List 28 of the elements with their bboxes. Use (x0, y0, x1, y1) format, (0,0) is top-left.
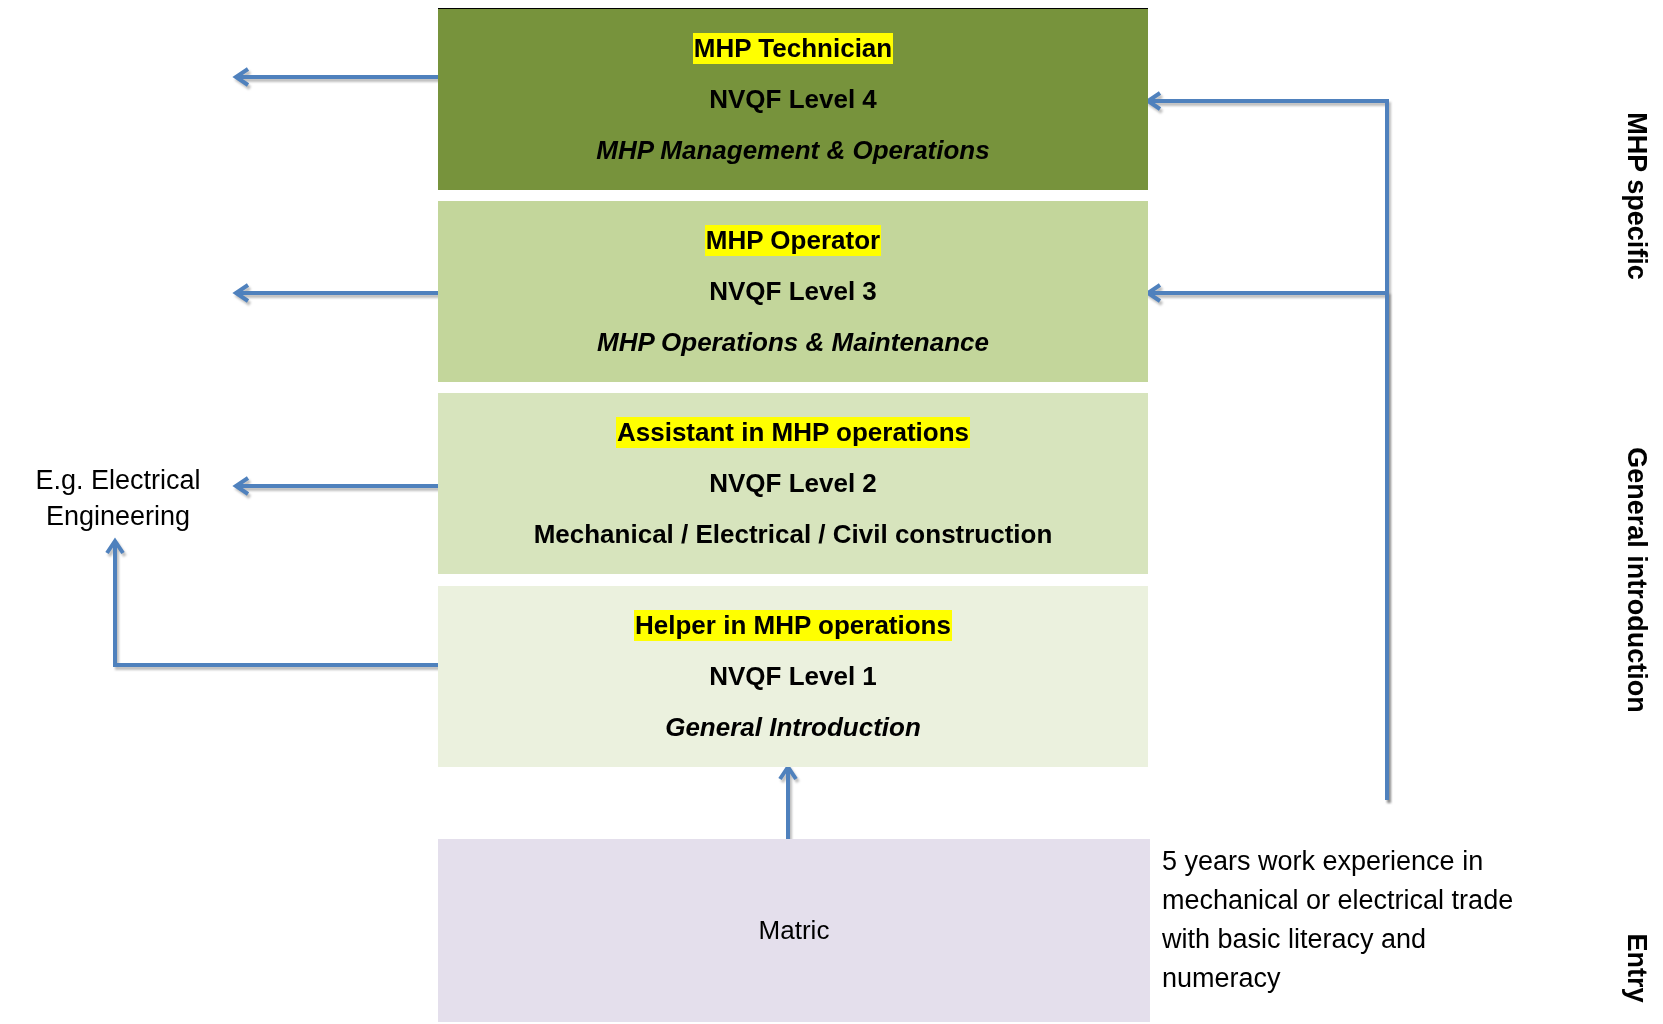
entry-box (438, 839, 1150, 1022)
entry-text: Matric (758, 915, 830, 946)
section-label: MHP specific (1620, 112, 1652, 280)
subject-text: MHP Management & Operations (596, 135, 990, 166)
level-text: NVQF Level 1 (709, 661, 877, 692)
subject-text: Mechanical / Electrical / Civil construction (533, 519, 1053, 550)
arrow (234, 67, 438, 87)
note-text: E.g. Electrical Engineering (34, 463, 202, 533)
note-text: 5 years work experience in mechanical or electrical trade with basic literacy and numeracy (1162, 845, 1515, 996)
job-title: MHP Technician (692, 33, 894, 64)
job-title: MHP Operator (704, 225, 882, 256)
level-box (438, 201, 1148, 382)
section-label: Entry (1620, 933, 1652, 1003)
level-text: NVQF Level 3 (709, 276, 877, 307)
arrow (234, 283, 438, 303)
level-box (438, 393, 1148, 574)
subject-text: General Introduction (665, 712, 921, 743)
job-title: Helper in MHP operations (634, 610, 952, 641)
level-text: NVQF Level 4 (709, 84, 877, 115)
section-label: General introduction (1620, 447, 1652, 713)
arrow (778, 765, 798, 839)
job-title: Assistant in MHP operations (616, 417, 970, 448)
arrow (234, 476, 438, 496)
level-text: NVQF Level 2 (709, 468, 877, 499)
arrow (105, 539, 438, 667)
subject-text: MHP Operations & Maintenance (597, 327, 989, 358)
level-box (438, 8, 1148, 190)
level-box (438, 586, 1148, 767)
